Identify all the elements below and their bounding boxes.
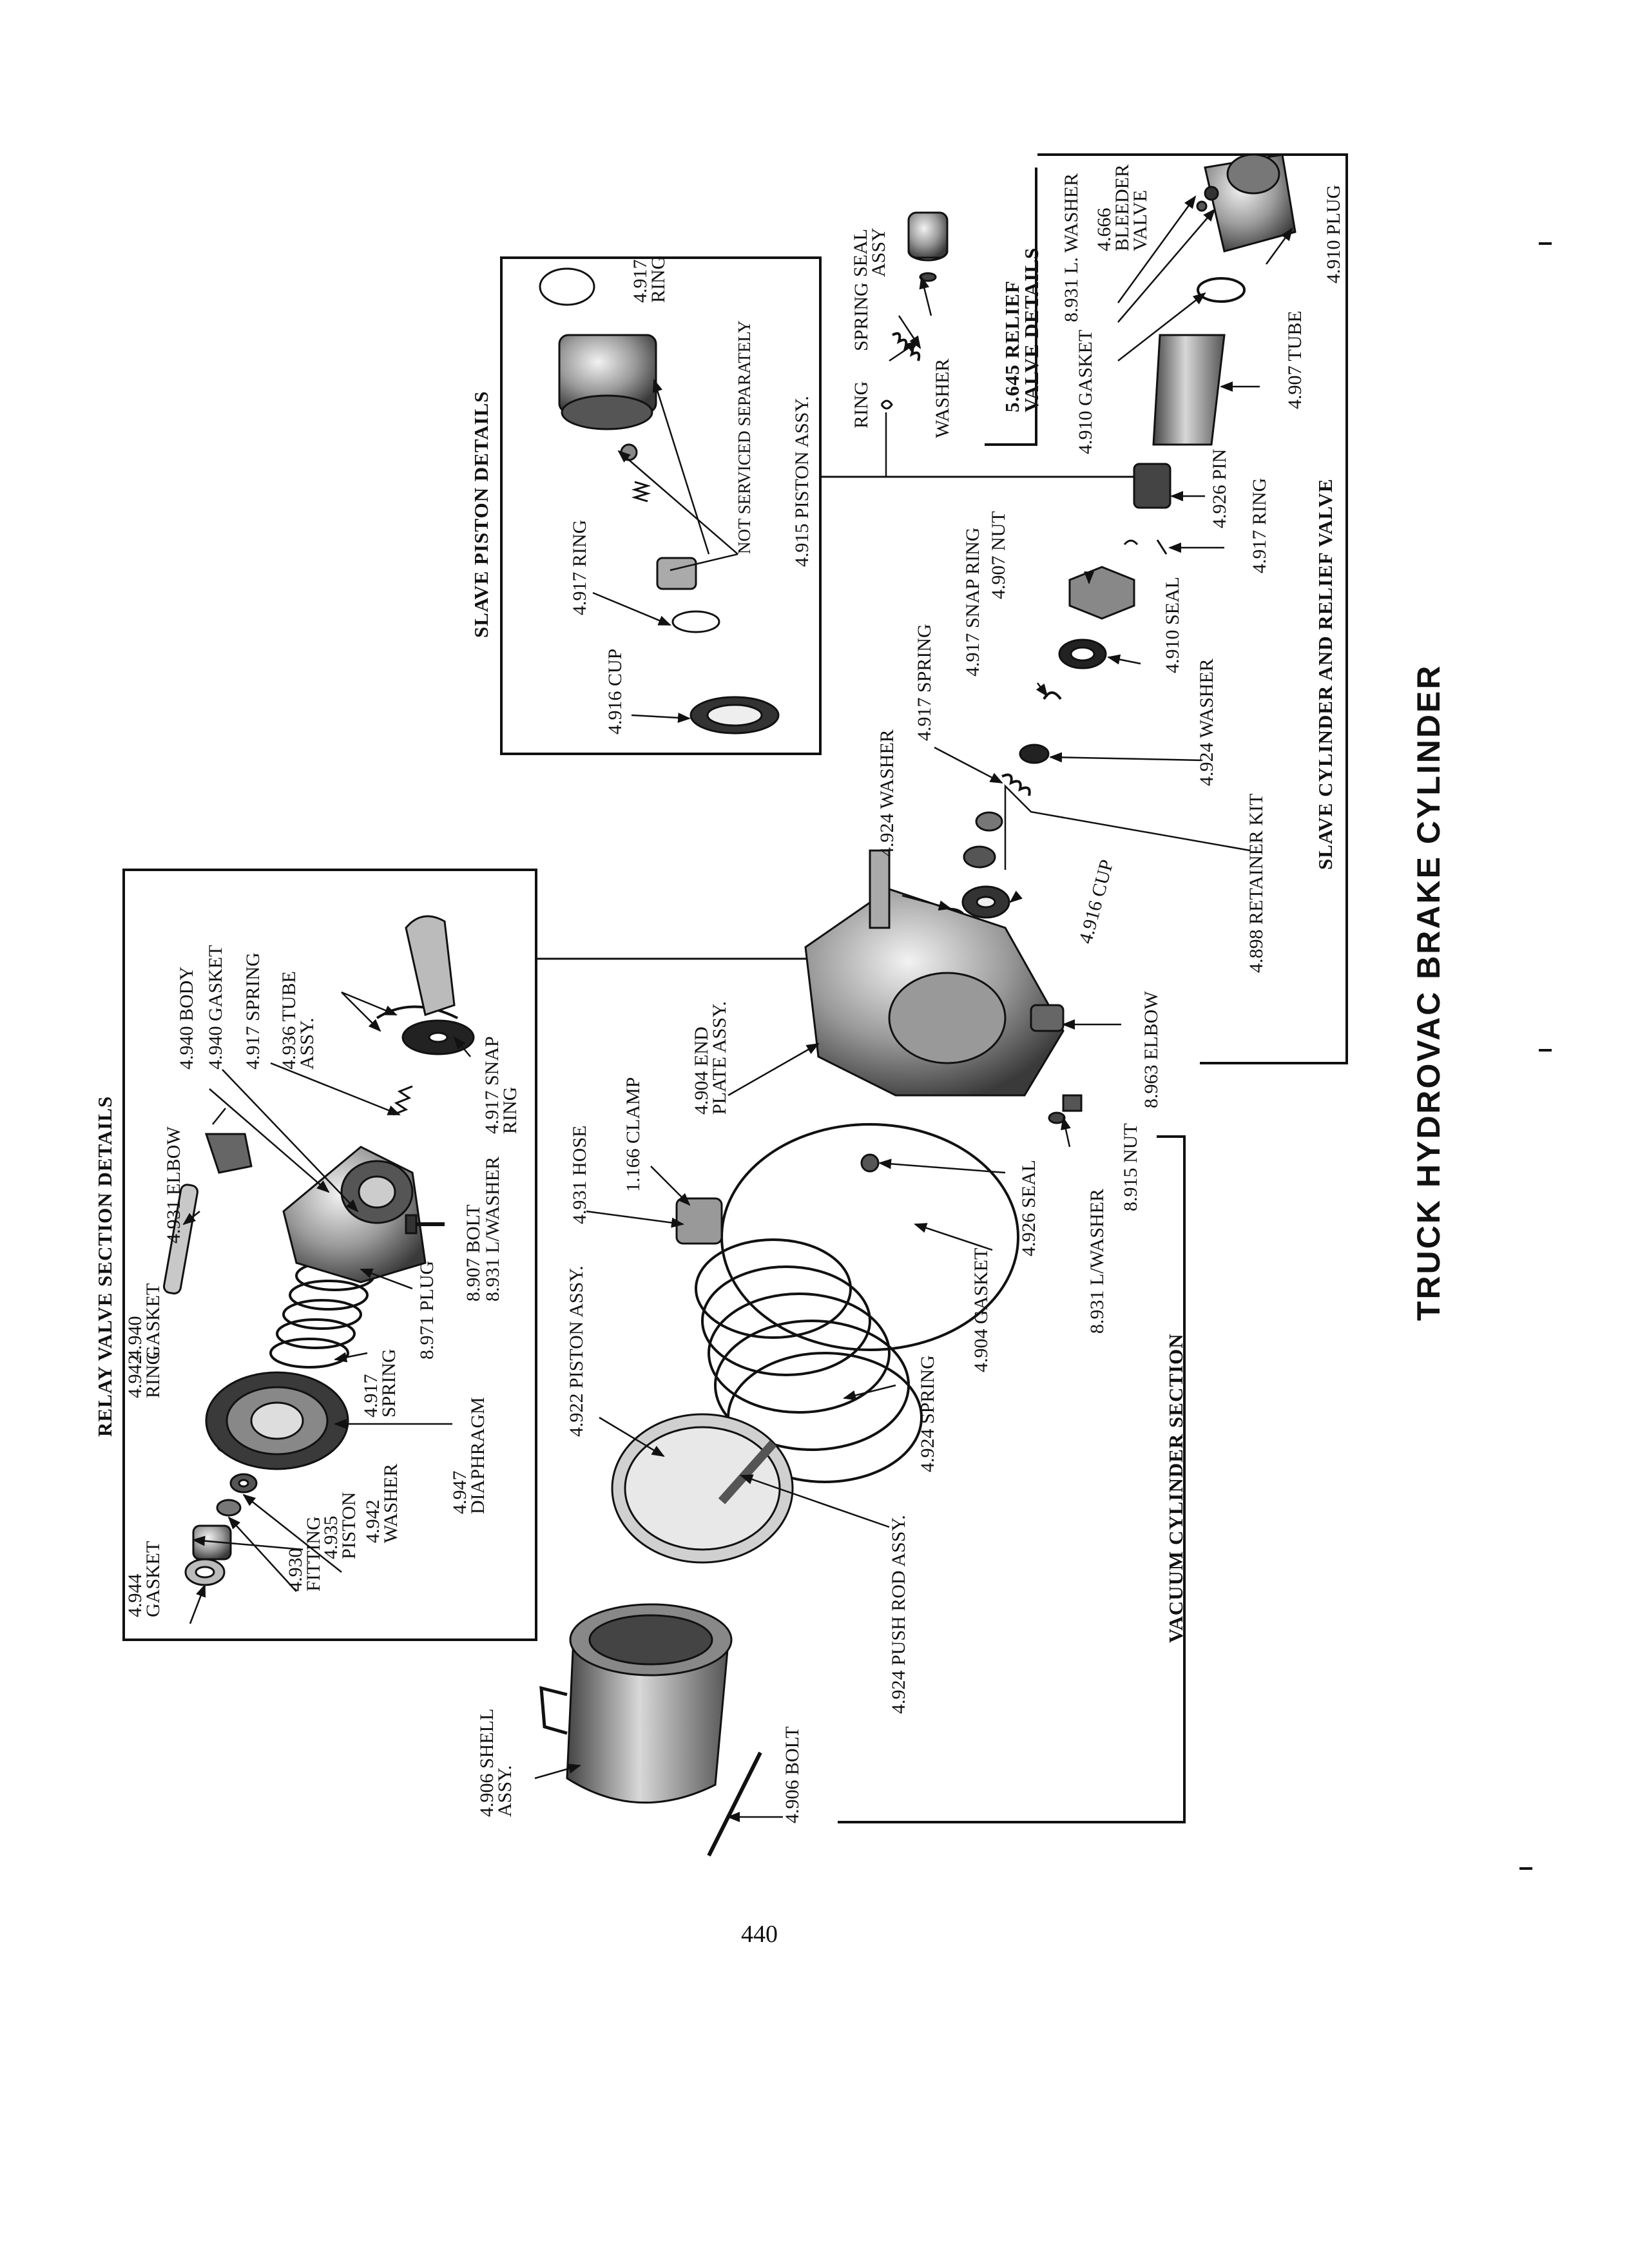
label-4931-elbow: 4.931 ELBOW (163, 1126, 184, 1244)
label-4666-bleeder-valve: 4.666 BLEEDER VALVE (1094, 164, 1151, 251)
label-4910-gasket: 4.910 GASKET (1075, 329, 1096, 454)
label-4947-diaphragm: 4.947 DIAPHRAGM (449, 1397, 488, 1514)
label-4915-piston-assy: 4.915 PISTON ASSY. (791, 396, 813, 567)
label-4904-end-plate-assy: 4.904 END PLATE ASSY. (691, 1001, 730, 1115)
label-washer: WASHER (932, 358, 953, 438)
label-4924-washer-a: 4.924 WASHER (1196, 658, 1217, 786)
label-4944-gasket: 4.944 GASKET (124, 1541, 164, 1617)
label-4898-retainer-kit: 4.898 RETAINER KIT (1246, 793, 1267, 973)
relief-valve-frame (985, 168, 1037, 446)
vacuum-cylinder-parts (539, 849, 1083, 1857)
label-4917-ring-c: 4.917 RING (1249, 477, 1270, 573)
label-spring: SPRING (851, 282, 872, 351)
relay-valve-header: RELAY VALVE SECTION DETAILS (93, 1095, 116, 1437)
label-4906-shell-assy: 4.906 SHELL ASSY. (476, 1709, 516, 1817)
section-connectors (536, 470, 1155, 965)
label-4935-piston: 4.935 PISTON (320, 1492, 360, 1559)
label-4907-nut: 4.907 NUT (988, 511, 1009, 599)
label-4916-cup-a: 4.916 CUP (604, 648, 626, 735)
slave-piston-header: SLAVE PISTON DETAILS (470, 390, 492, 638)
label-4917-spring-b: 4.917 SPRING (360, 1349, 400, 1418)
label-8931-lwasher-b: 8.931 L. WASHER (1061, 173, 1082, 322)
leader-lines (182, 195, 1293, 1822)
label-4907-tube: 4.907 TUBE (1284, 311, 1306, 409)
label-4936-tube-assy: 4.936 TUBE ASSY. (278, 971, 318, 1070)
label-4926-seal: 4.926 SEAL (1018, 1160, 1039, 1256)
label-8915-nut: 8.915 NUT (1120, 1123, 1141, 1211)
margin-marks (1519, 242, 1552, 1870)
slave-cylinder-header: SLAVE CYLINDER AND RELIEF VALVE (1314, 478, 1336, 870)
label-4922-piston-assy: 4.922 PISTON ASSY. (566, 1265, 587, 1437)
relay-valve-parts (162, 915, 475, 1586)
label-4917-spring-c: 4.917 SPRING (914, 624, 935, 741)
vacuum-cylinder-header: VACUUM CYLINDER SECTION (1164, 1333, 1187, 1643)
label-4924-washer-b: 4.924 WASHER (876, 729, 898, 857)
label-4904-gasket: 4.904 GASKET (970, 1247, 992, 1372)
label-4917-snap-ring-a: 4.917 SNAP RING (481, 1037, 521, 1134)
label-8971-plug: 8.971 PLUG (416, 1260, 438, 1360)
slave-cylinder-parts (935, 153, 1296, 928)
relief-valve-parts (880, 211, 949, 410)
label-4924-push-rod-assy: 4.924 PUSH ROD ASSY. (888, 1515, 909, 1714)
label-ring: RING (851, 381, 872, 428)
label-8931-lwasher-c: 8.931 L/WASHER (1086, 1189, 1108, 1334)
relief-valve-header: 5.645 RELIEF VALVE DETAILS (1001, 247, 1043, 412)
label-4906-bolt: 4.906 BOLT (782, 1726, 803, 1823)
label-seal-assy: SEAL ASSY (850, 227, 889, 277)
label-1166-clamp: 1.166 CLAMP (622, 1077, 644, 1192)
label-8907-bolt: 8.907 BOLT (463, 1204, 484, 1302)
label-4942-washer: 4.942 WASHER (362, 1463, 401, 1543)
label-4930-fitting: 4.930 FITTING (285, 1516, 324, 1591)
label-4910-plug: 4.910 PLUG (1323, 184, 1344, 284)
slave-piston-frame (500, 256, 822, 755)
vacuum-cylinder-bracket (838, 1135, 1186, 1823)
slave-cylinder-bracket (1037, 153, 1348, 1064)
label-8963-elbow: 8.963 ELBOW (1141, 991, 1162, 1108)
page-number: 440 (741, 1921, 778, 1948)
label-4917-ring-b: 4.917 RING (630, 255, 669, 303)
label-4940-gasket-b: 4.940 GASKET (205, 945, 226, 1070)
label-4917-ring-a: 4.917 RING (569, 519, 590, 615)
relay-valve-frame (122, 869, 537, 1641)
label-4940-gasket-a: 4.940 GASKET (124, 1283, 164, 1360)
label-4926-pin: 4.926 PIN (1209, 448, 1230, 528)
label-4924-spring: 4.924 SPRING (917, 1355, 938, 1472)
label-4917-snap-ring-b: 4.917 SNAP RING (962, 527, 983, 677)
label-4917-spring-a: 4.917 SPRING (242, 952, 264, 1070)
page-title: TRUCK HYDROVAC BRAKE CYLINDER (1411, 664, 1447, 1321)
label-not-serviced: NOT SERVICED SEPARATELY (735, 320, 754, 554)
label-4940-body: 4.940 BODY (176, 966, 197, 1070)
label-8931-lwasher-a: 8.931 L/WASHER (482, 1157, 503, 1302)
label-4910-seal: 4.910 SEAL (1162, 577, 1183, 673)
label-4931-hose: 4.931 HOSE (569, 1125, 590, 1224)
